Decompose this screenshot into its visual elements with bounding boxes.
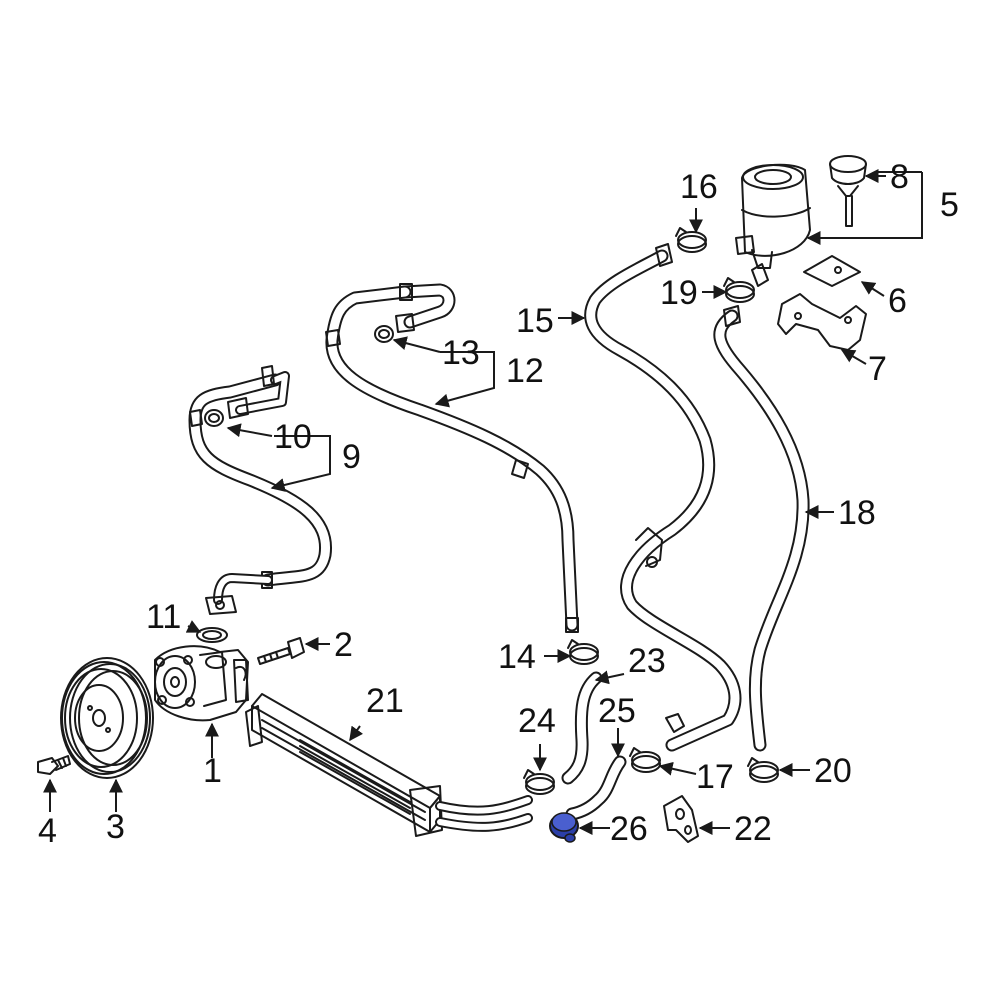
leader-lines (43, 169, 923, 835)
callout-15: 15 (516, 302, 554, 340)
hose-clamp-14 (567, 639, 599, 665)
callout-9: 9 (342, 438, 361, 476)
callout-21: 21 (366, 682, 404, 720)
callout-14: 14 (498, 638, 536, 676)
pump-bolt (257, 637, 305, 665)
mounting-bracket (777, 293, 867, 351)
hose-clamp-26-highlighted[interactable] (549, 812, 579, 843)
fluid-reservoir (735, 163, 811, 287)
pulley (60, 657, 154, 779)
oil-cooler (245, 693, 533, 837)
callout-labels: 1 2 3 4 5 6 7 8 9 10 11 12 13 14 15 16 1… (38, 158, 959, 850)
callout-22: 22 (734, 810, 772, 848)
hose-23 (561, 671, 603, 785)
callout-20: 20 (814, 752, 852, 790)
callout-10: 10 (274, 418, 312, 456)
callout-13: 13 (442, 334, 480, 372)
hose-25 (565, 755, 627, 821)
callout-1: 1 (203, 752, 222, 790)
callout-5: 5 (940, 186, 959, 224)
hose-clamp-16 (675, 227, 707, 253)
hose-clamp-19 (723, 277, 755, 303)
callout-23: 23 (628, 642, 666, 680)
callout-18: 18 (838, 494, 876, 532)
callout-7: 7 (868, 350, 887, 388)
reservoir-cap (829, 155, 867, 227)
callout-3: 3 (106, 808, 125, 846)
hose-clip (663, 795, 699, 843)
supply-hose (584, 243, 742, 752)
seal-ring-13 (374, 325, 394, 343)
callout-8: 8 (890, 158, 909, 196)
seal-ring-10 (204, 409, 224, 427)
hose-clamp-20 (747, 757, 779, 783)
callout-24: 24 (518, 702, 556, 740)
callout-17: 17 (696, 758, 734, 796)
hose-clamp-24 (523, 769, 555, 795)
callout-4: 4 (38, 812, 57, 850)
o-ring (196, 627, 228, 643)
callout-11: 11 (146, 598, 181, 636)
callout-26: 26 (610, 810, 648, 848)
callout-16: 16 (680, 168, 718, 206)
power-steering-pump (154, 645, 249, 722)
return-hose-18 (713, 305, 810, 752)
pulley-bolt (37, 755, 71, 775)
callout-12: 12 (506, 352, 544, 390)
callout-2: 2 (334, 626, 353, 664)
callout-19: 19 (660, 274, 698, 312)
callout-6: 6 (888, 282, 907, 320)
hose-clamp-17 (629, 747, 661, 773)
return-line-assembly (325, 283, 579, 633)
callout-25: 25 (598, 692, 636, 730)
reservoir-bracket (803, 255, 861, 287)
pressure-hose-assembly (188, 365, 333, 615)
